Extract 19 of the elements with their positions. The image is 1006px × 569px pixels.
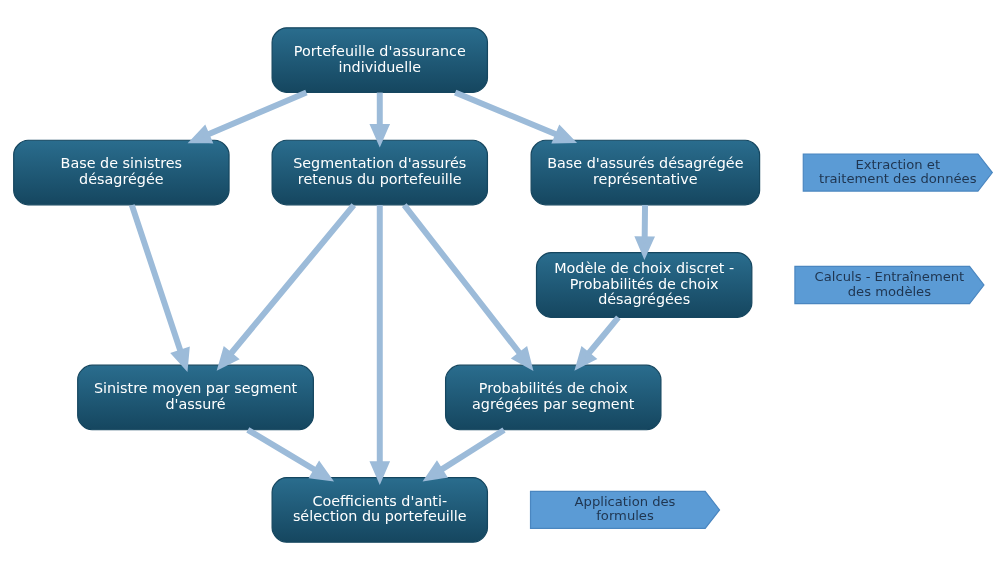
node-box: Sinistre moyen par segment d'assuré (77, 364, 314, 430)
arrow (246, 426, 335, 481)
node-box: Segmentation d'assurés retenus du portefeuille (271, 139, 489, 205)
arrow (187, 89, 308, 143)
node-box: Coefficients d'anti-sélection du portefeuille (271, 476, 489, 543)
node-box: Base d'assurés désagrégée représentative (530, 139, 761, 205)
arrow (216, 202, 357, 371)
node-box: Probabilités de choix agrégées par segment (444, 364, 662, 430)
arrow (634, 204, 655, 260)
node-box: Modèle de choix discret - Probabilités de choix désagrégées (535, 251, 753, 318)
arrow (129, 203, 190, 372)
arrow (454, 89, 578, 144)
arrow (401, 202, 534, 371)
arrow (422, 426, 506, 482)
node-box: Base de sinistres désagrégée (13, 139, 230, 205)
arrow (369, 204, 391, 485)
arrow (369, 92, 391, 147)
node-box: Portefeuille d'assurance individuelle (271, 26, 489, 93)
arrow (574, 315, 621, 371)
